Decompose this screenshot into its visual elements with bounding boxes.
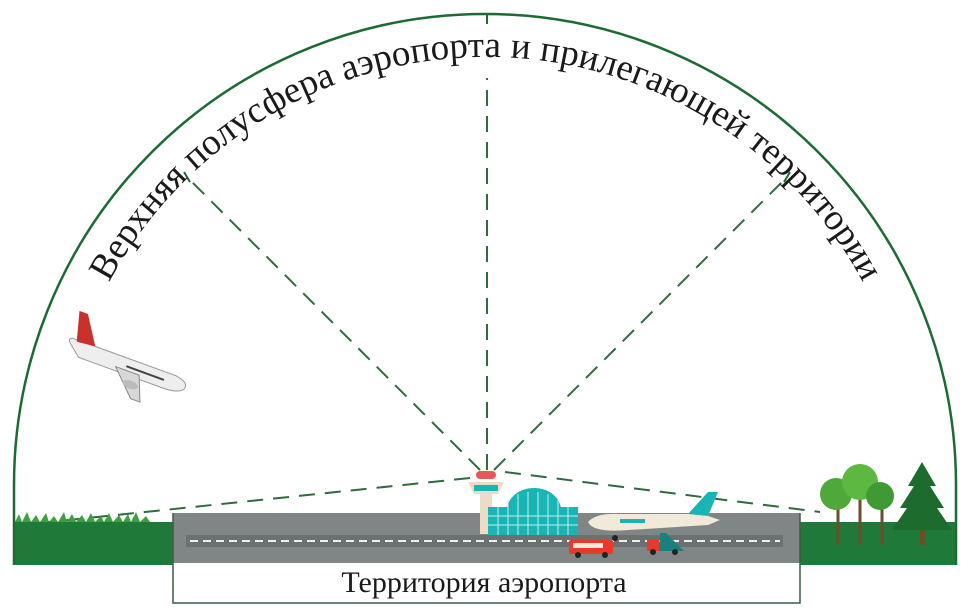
- flying-airplane-icon: [68, 310, 187, 403]
- bus-icon: [569, 540, 613, 558]
- parked-airplane-icon: [588, 492, 720, 541]
- grass-left: [15, 522, 173, 565]
- terminal-building-icon: [488, 488, 578, 535]
- ray-upper-right: [493, 177, 787, 471]
- stair-truck-icon: [647, 533, 684, 555]
- tick-right: [783, 171, 791, 183]
- view-rays: [39, 78, 821, 524]
- grass-blades: [15, 512, 150, 522]
- tick-left: [183, 171, 191, 183]
- ray-upper-left: [187, 177, 481, 471]
- runway-strip: [186, 535, 783, 547]
- hemisphere-outline: [12, 12, 958, 565]
- territory-outline: [172, 513, 801, 604]
- trees-icon: [820, 462, 952, 545]
- ray-horizon-left: [39, 477, 471, 524]
- territory-label: Территория аэропорта: [341, 566, 626, 599]
- ray-horizon-right: [504, 471, 821, 513]
